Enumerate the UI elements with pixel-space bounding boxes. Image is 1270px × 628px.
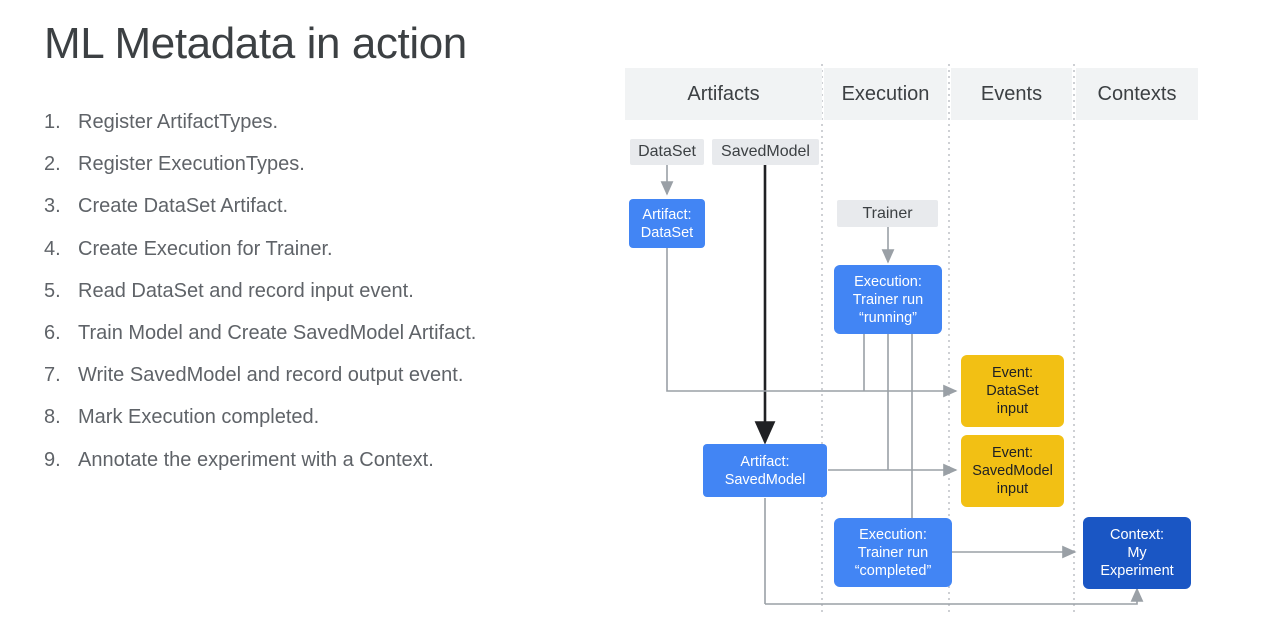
context-line-1: Context:: [1110, 527, 1164, 543]
event-line-2: DataSet: [986, 383, 1039, 399]
type-chip-label: Trainer: [862, 204, 913, 222]
type-chip-savedmodel[interactable]: SavedModel: [712, 139, 819, 165]
list-item: 8. Mark Execution completed.: [44, 405, 604, 429]
list-item-number: 9.: [44, 448, 61, 471]
event-line-3: input: [996, 481, 1029, 497]
list-item-label: Write SavedModel and record output event…: [78, 364, 464, 387]
list-item: 3. Create DataSet Artifact.: [44, 194, 604, 218]
list-item-label: Mark Execution completed.: [78, 406, 320, 429]
context-line-3: Experiment: [1100, 563, 1174, 579]
list-item: 2. Register ExecutionTypes.: [44, 152, 604, 176]
event-line-1: Event:: [991, 365, 1034, 381]
list-item-label: Register ExecutionTypes.: [78, 153, 305, 176]
artifact-line-1: Artifact:: [642, 206, 692, 223]
event-line-2: SavedModel: [972, 463, 1053, 479]
list-item-label: Register ArtifactTypes.: [78, 111, 279, 133]
event-node-savedmodel-input[interactable]: Event: SavedModel input: [961, 435, 1064, 507]
execution-line-1: Execution:: [859, 526, 927, 543]
artifact-line-1: Artifact:: [740, 453, 790, 470]
list-item-number: 2.: [44, 153, 61, 176]
type-chip-label: SavedModel: [721, 143, 810, 160]
list-item: 9. Annotate the experiment with a Contex…: [44, 448, 604, 472]
column-header-contexts: Contexts: [1076, 68, 1198, 120]
event-line-3: input: [996, 401, 1029, 417]
execution-line-3: “completed”: [854, 562, 932, 579]
artifact-node-dataset[interactable]: Artifact: DataSet: [629, 199, 705, 248]
list-item-number: 4.: [44, 237, 61, 260]
steps-list: 1. Register ArtifactTypes. 2. Register E…: [44, 110, 604, 490]
list-item-number: 6.: [44, 321, 61, 344]
execution-line-2: Trainer run: [857, 544, 929, 561]
list-item-number: 7.: [44, 364, 61, 387]
list-item: 7. Write SavedModel and record output ev…: [44, 363, 604, 387]
list-item-label: Annotate the experiment with a Context.: [78, 448, 434, 471]
artifact-node-savedmodel[interactable]: Artifact: SavedModel: [703, 444, 827, 497]
context-node-my-experiment[interactable]: Context: My Experiment: [1083, 517, 1191, 589]
column-header-execution: Execution: [824, 68, 947, 120]
list-item-number: 3.: [44, 195, 61, 218]
column-header-artifacts: Artifacts: [625, 68, 822, 120]
list-item-label: Create DataSet Artifact.: [78, 195, 289, 218]
list-item-label: Train Model and Create SavedModel Artifa…: [78, 321, 477, 344]
event-node-dataset-input[interactable]: Event: DataSet input: [961, 355, 1064, 427]
list-item: 4. Create Execution for Trainer.: [44, 237, 604, 261]
type-chip-label: DataSet: [638, 143, 696, 160]
context-line-2: My: [1127, 545, 1147, 561]
list-item: 1. Register ArtifactTypes.: [44, 110, 604, 134]
artifact-line-2: DataSet: [640, 224, 694, 241]
mlmd-flow-diagram: Artifacts Execution Events Contexts Data…: [612, 0, 1270, 628]
list-item-label: Read DataSet and record input event.: [78, 279, 414, 302]
execution-line-2: Trainer run: [852, 291, 924, 308]
type-chip-trainer[interactable]: Trainer: [837, 200, 938, 227]
execution-line-1: Execution:: [854, 273, 922, 290]
execution-node-completed[interactable]: Execution: Trainer run “completed”: [834, 518, 952, 587]
execution-node-running[interactable]: Execution: Trainer run “running”: [834, 265, 942, 334]
list-item-label: Create Execution for Trainer.: [78, 237, 333, 260]
page-title: ML Metadata in action: [44, 19, 467, 68]
event-line-1: Event:: [991, 445, 1034, 461]
list-item: 5. Read DataSet and record input event.: [44, 279, 604, 303]
left-pane: ML Metadata in action 1. Register Artifa…: [0, 0, 610, 628]
diagram-connectors: [660, 64, 1144, 614]
execution-line-3: “running”: [858, 309, 918, 326]
list-item-number: 5.: [44, 279, 61, 302]
artifact-line-2: SavedModel: [724, 471, 806, 488]
column-header-events: Events: [951, 68, 1072, 120]
type-chip-dataset[interactable]: DataSet: [630, 139, 704, 165]
list-item-number: 8.: [44, 406, 61, 429]
list-item-number: 1.: [44, 111, 61, 133]
list-item: 6. Train Model and Create SavedModel Art…: [44, 321, 604, 345]
